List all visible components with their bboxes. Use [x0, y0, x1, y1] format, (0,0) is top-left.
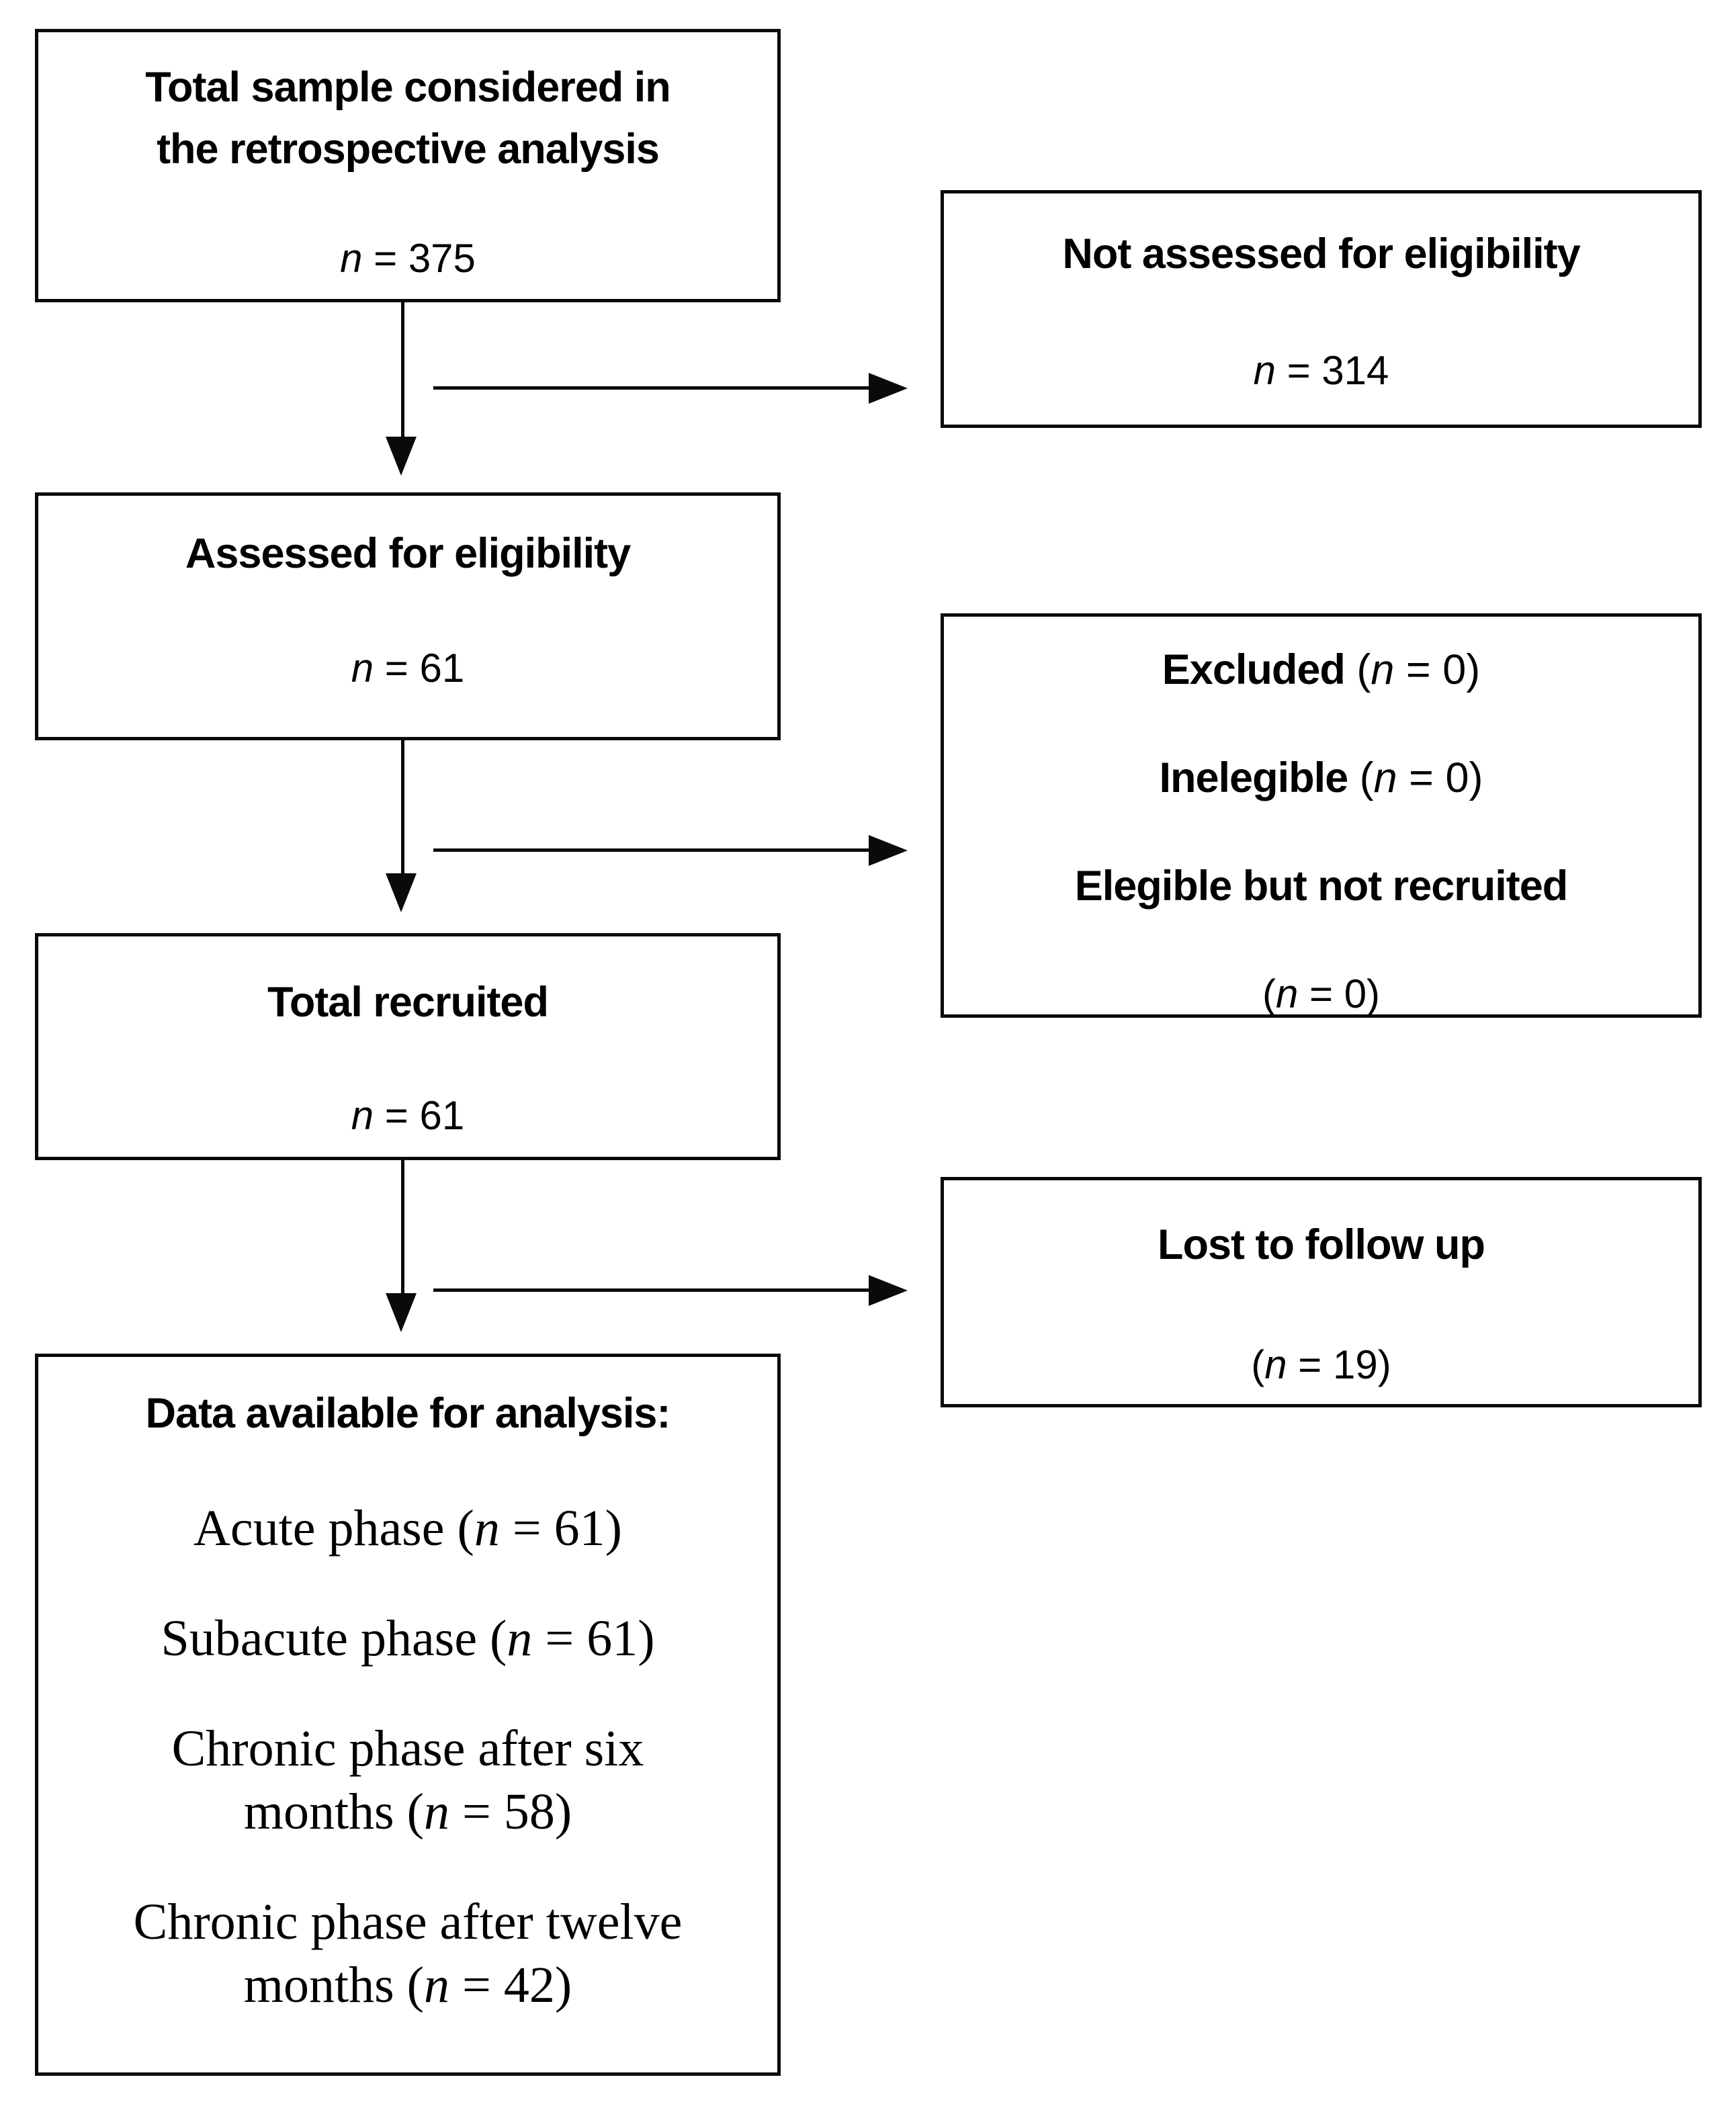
analysis-item-acute: Acute phase (n = 61) — [193, 1500, 622, 1557]
arrow-down-1-head-icon — [386, 437, 417, 476]
box-data-available: Data available for analysis: Acute phase… — [35, 1354, 781, 2076]
excluded-label: Excluded — [1162, 646, 1346, 693]
box-lost-to-follow-up-n: (n = 19) — [1251, 1342, 1391, 1387]
box-total-sample-title-line1: Total sample considered in — [145, 64, 671, 111]
box-assessed-eligibility-n: n = 61 — [351, 646, 465, 691]
arrow-right-2-head-icon — [869, 835, 908, 866]
arrow-right-1-line — [433, 386, 870, 390]
analysis-item-chronic-six: Chronic phase after six months (n = 58) — [171, 1720, 644, 1840]
elegible-not-recruited-n: (n = 0) — [1262, 971, 1381, 1016]
inelegible-n: (n = 0) — [1348, 754, 1483, 801]
arrow-down-2-head-icon — [386, 873, 417, 912]
arrow-right-3-head-icon — [869, 1275, 908, 1306]
box-total-sample: Total sample considered in the retrospec… — [35, 29, 781, 302]
box-total-recruited-title: Total recruited — [267, 979, 549, 1026]
arrow-right-3-line — [433, 1288, 870, 1292]
arrow-down-3-head-icon — [386, 1293, 417, 1332]
box-not-assessed: Not assessed for eligibility n = 314 — [941, 190, 1702, 428]
box-excluded: Excluded (n = 0) Inelegible (n = 0) Eleg… — [941, 613, 1702, 1018]
box-assessed-eligibility: Assessed for eligibility n = 61 — [35, 492, 781, 740]
box-total-recruited: Total recruited n = 61 — [35, 933, 781, 1160]
arrow-down-2-line — [401, 740, 404, 877]
box-not-assessed-n: n = 314 — [1253, 348, 1389, 393]
box-data-available-title: Data available for analysis: — [145, 1390, 671, 1437]
excluded-line: Excluded (n = 0) — [1162, 648, 1480, 692]
box-total-sample-title-line2: the retrospective analysis — [157, 126, 660, 173]
excluded-n: (n = 0) — [1344, 646, 1481, 693]
inelegible-line: Inelegible (n = 0) — [1160, 756, 1483, 800]
box-lost-to-follow-up-title: Lost to follow up — [1158, 1221, 1485, 1268]
analysis-items: Acute phase (n = 61) Subacute phase (n =… — [134, 1497, 683, 2017]
box-assessed-eligibility-title: Assessed for eligibility — [185, 530, 631, 577]
arrow-right-2-line — [433, 848, 870, 852]
box-total-sample-n: n = 375 — [340, 236, 476, 281]
inelegible-label: Inelegible — [1159, 754, 1349, 801]
arrow-down-3-line — [401, 1160, 404, 1297]
box-lost-to-follow-up: Lost to follow up (n = 19) — [941, 1177, 1702, 1407]
arrow-right-1-head-icon — [869, 373, 908, 404]
box-total-recruited-n: n = 61 — [351, 1093, 465, 1138]
analysis-item-subacute: Subacute phase (n = 61) — [161, 1610, 655, 1667]
box-not-assessed-title: Not assessed for eligibility — [1062, 230, 1580, 277]
arrow-down-1-line — [401, 302, 404, 440]
elegible-not-recruited-label: Elegible but not recruited — [1074, 863, 1569, 910]
analysis-item-chronic-twelve: Chronic phase after twelve months (n = 4… — [133, 1894, 683, 2013]
elegible-not-recruited-line: Elegible but not recruited — [1074, 863, 1569, 910]
